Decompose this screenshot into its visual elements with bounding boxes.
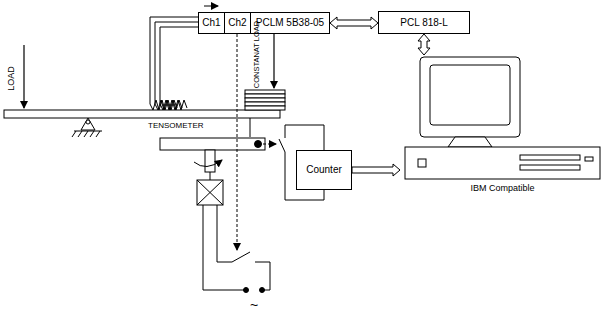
counter-switch-circuit-part [285,125,324,150]
shaft-and-motor-part [210,172,211,180]
load-arrow [23,45,24,108]
friction-disc-part [255,141,262,148]
tensometer-symbol [150,100,187,110]
ac-supply-symbol: ~ [250,297,258,314]
computer-icon [400,55,605,205]
shaft-and-motor-part [197,180,223,205]
tensometer-label: TENSOMETER [148,121,204,131]
strain-gauge-wires-part [155,22,198,104]
data-flow-arrow [352,164,400,176]
constant-load-weights-part [245,106,285,110]
pivot-support-part [84,131,88,137]
motor-power-circuit-part [237,34,238,250]
motor-power-circuit-part [217,205,232,262]
channel-cell: Ch1 [198,12,225,34]
box-label: PCL 818-L [400,17,447,29]
counter-switch-circuit-part [279,139,285,152]
friction-disc-part [263,144,276,145]
pivot-support-part [72,131,76,137]
data-flow-arrow [418,34,430,55]
computer-label: IBM Compatible [400,183,605,194]
channel-cell: Ch2 [224,12,251,34]
counter-box: Counter [296,150,352,190]
constant-load-weights-part [273,30,274,88]
box-label: Ch1 [202,17,220,29]
box-label: Ch2 [228,17,246,29]
motor-power-circuit-part [232,252,250,262]
pivot-support-part [78,131,82,137]
pivot-support-part [81,118,95,130]
pivot-support-part [86,120,90,124]
module-box: PCLM 5B38-05 [250,12,330,34]
constant-load-label: CONSTANAT LOAD [252,20,261,88]
strain-gauge-wires-part [150,17,198,104]
friction-disc-part [160,138,265,150]
shaft-and-motor-part [197,180,223,205]
constant-load-weights-part [245,90,285,94]
shaft-and-motor-part [205,150,215,172]
motor-power-circuit-part [244,288,249,293]
friction-disc-part [250,118,251,137]
lever-beam [4,110,280,118]
motor-power-circuit-part [260,288,265,293]
strain-gauge-wires-part [160,27,198,104]
daq-card-box: PCL 818-L [378,11,470,34]
constant-load-weights-part [245,98,285,102]
box-label: PCLM 5B38-05 [256,17,324,29]
data-flow-arrow [330,17,378,29]
pivot-support-part [96,131,100,137]
shaft-and-motor [194,150,223,205]
shaft-and-motor-part [194,160,222,167]
constant-load-weights [245,30,285,110]
computer-node: IBM Compatible [400,55,605,205]
motor-power-circuit-part [203,205,246,290]
motor-power-circuit-part [255,262,270,290]
pivot-support [72,118,102,137]
load-arrow-part [23,45,24,108]
strain-gauge-wires-part [204,6,218,7]
constant-load-weights-part [245,102,285,106]
load-label: LOAD [5,66,16,91]
constant-load-weights-part [245,94,285,98]
box-label: Counter [306,164,342,176]
lever-beam-part [4,110,280,118]
tensometer-symbol-part [160,100,187,110]
shaft-and-motor-part [197,180,223,205]
pivot-support-part [90,131,94,137]
